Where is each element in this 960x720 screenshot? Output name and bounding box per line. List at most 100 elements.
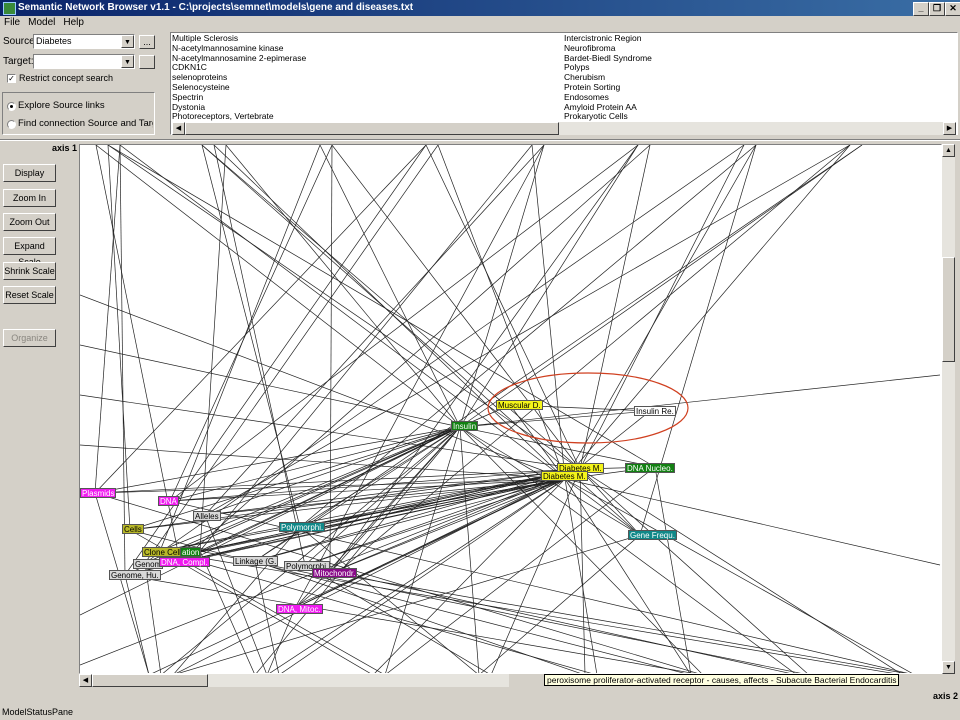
- scroll-left-icon[interactable]: ◀: [172, 122, 185, 135]
- chevron-down-icon[interactable]: ▼: [121, 35, 134, 48]
- list-item[interactable]: Bardet-Biedl Syndrome: [564, 52, 652, 63]
- list-item[interactable]: N-acetylmannosamine 2-epimerase: [172, 52, 307, 63]
- list-item[interactable]: Neurofibroma: [564, 42, 616, 53]
- graph-edge: [107, 145, 581, 470]
- zoom-out-button[interactable]: Zoom Out: [3, 213, 56, 231]
- graph-edge: [80, 426, 461, 616]
- graph-edge: [107, 145, 131, 531]
- graph-edge: [204, 426, 461, 516]
- list-item[interactable]: Prokaryotic Cells: [564, 111, 628, 122]
- graph-edge: [225, 145, 461, 428]
- node-linkage[interactable]: Linkage (G.: [233, 556, 279, 566]
- graph-edge: [159, 550, 894, 673]
- scroll-up-icon[interactable]: ▲: [942, 144, 955, 157]
- graph-edge: [254, 426, 461, 562]
- node-muscular[interactable]: Muscular D.: [496, 400, 543, 410]
- display-button[interactable]: Display: [3, 164, 56, 182]
- radio-explore[interactable]: [7, 102, 16, 111]
- source-combo[interactable]: Diabetes ▼: [33, 34, 135, 49]
- radio-find-label[interactable]: Find connection Source and Target: [18, 118, 153, 129]
- window-title: Semantic Network Browser v1.1 - C:\proje…: [18, 2, 414, 13]
- graph-edge: [159, 550, 592, 673]
- shrink-scale-button[interactable]: Shrink Scale: [3, 262, 56, 280]
- list-item[interactable]: Spectrin: [172, 91, 204, 102]
- list-item[interactable]: Intercistronic Region: [564, 33, 642, 43]
- node-mitochondria[interactable]: Mitochondr.: [312, 568, 358, 578]
- graph-edge: [374, 478, 566, 673]
- status-bar: ModelStatusPane: [0, 706, 960, 720]
- menu-model[interactable]: Model: [28, 17, 56, 28]
- canvas-hscrollbar[interactable]: ◀: [79, 674, 509, 687]
- node-ation[interactable]: ation: [180, 547, 202, 557]
- graph-edge: [201, 145, 301, 528]
- node-insulin-receptor[interactable]: Insulin Re.: [634, 406, 676, 416]
- concept-list-scrollbar[interactable]: ◀ ▶: [172, 122, 956, 135]
- node-polymorph-1[interactable]: Polymorphi.: [279, 522, 326, 532]
- list-item[interactable]: Endosomes: [564, 91, 609, 102]
- node-dna-compl[interactable]: DNA, Compl.: [159, 557, 210, 567]
- node-insulin[interactable]: Insulin: [451, 421, 479, 431]
- radio-explore-label[interactable]: Explore Source links: [18, 100, 105, 111]
- node-dna[interactable]: DNA: [158, 496, 179, 506]
- scroll-right-icon[interactable]: ▶: [943, 122, 956, 135]
- graph-edge: [564, 145, 757, 480]
- close-button[interactable]: ✕: [945, 2, 960, 16]
- scroll-thumb[interactable]: [185, 122, 559, 135]
- restore-button[interactable]: ❐: [929, 2, 945, 16]
- target-combo[interactable]: ▼: [33, 54, 135, 69]
- list-item[interactable]: Amyloid Protein AA: [564, 101, 637, 112]
- list-item[interactable]: Photoreceptors, Vertebrate: [172, 111, 274, 122]
- reset-scale-button[interactable]: Reset Scale: [3, 286, 56, 304]
- mode-radio-group: Explore Source links Find connection Sou…: [2, 92, 155, 135]
- source-label: Source:: [3, 36, 38, 47]
- list-item[interactable]: Protein Sorting: [564, 81, 621, 92]
- node-gene-frequency[interactable]: Gene Frequ.: [628, 530, 677, 540]
- graph-edge: [480, 534, 641, 673]
- list-item[interactable]: Polyps: [564, 62, 590, 73]
- graph-edge: [119, 145, 126, 576]
- node-polymorph-2[interactable]: Polymorphi.: [284, 561, 331, 571]
- node-dna-mitoc[interactable]: DNA, Mitoc.: [276, 604, 323, 614]
- concept-list[interactable]: Multiple Sclerosis N-acetylmannosamine k…: [170, 32, 958, 135]
- node-cells[interactable]: Cells: [122, 524, 144, 534]
- menu-file[interactable]: File: [4, 17, 21, 28]
- expand-scale-button[interactable]: Expand Scale: [3, 237, 56, 267]
- graph-edge: [254, 478, 566, 562]
- vscroll-thumb[interactable]: [942, 257, 955, 362]
- list-item[interactable]: Dystonia: [172, 101, 206, 112]
- source-browse-button[interactable]: ...: [139, 35, 155, 49]
- node-diabetes-2[interactable]: Diabetes M.: [541, 471, 588, 481]
- chevron-down-icon[interactable]: ▼: [121, 55, 134, 68]
- node-plasmids[interactable]: Plasmids: [80, 488, 117, 498]
- menu-help[interactable]: Help: [63, 17, 84, 28]
- graph-edge: [169, 145, 639, 502]
- graph-canvas[interactable]: Muscular D. Insulin Re. Insulin Diabetes…: [79, 144, 942, 674]
- list-item[interactable]: Cherubism: [564, 72, 606, 83]
- hscroll-thumb[interactable]: [92, 674, 208, 687]
- node-genome-human[interactable]: Genome, Hu.: [109, 570, 161, 580]
- list-item[interactable]: Selenocysteine: [172, 81, 230, 92]
- graph-edge: [579, 468, 901, 673]
- restrict-checkbox[interactable]: ✓: [7, 74, 16, 83]
- list-item[interactable]: selenoproteins: [172, 72, 228, 83]
- zoom-in-button[interactable]: Zoom In: [3, 189, 56, 207]
- graph-edge: [159, 145, 321, 552]
- radio-find[interactable]: [7, 120, 16, 129]
- target-browse-button[interactable]: [139, 55, 155, 69]
- list-item[interactable]: N-acetylmannosamine kinase: [172, 42, 284, 53]
- graph-edge: [204, 468, 581, 516]
- graph-edge: [564, 478, 691, 673]
- canvas-vscrollbar[interactable]: ▲ ▼: [942, 144, 955, 674]
- graph-edge: [94, 492, 698, 673]
- list-item[interactable]: Multiple Sclerosis: [172, 33, 239, 43]
- organize-button[interactable]: Organize: [3, 329, 56, 347]
- list-item[interactable]: CDKN1C: [172, 62, 207, 73]
- scroll-left-icon[interactable]: ◀: [79, 674, 92, 687]
- minimize-button[interactable]: _: [913, 2, 929, 16]
- scroll-down-icon[interactable]: ▼: [942, 661, 955, 674]
- node-clone-cell[interactable]: Clone Cell.: [142, 547, 186, 557]
- node-alleles[interactable]: Alleles: [193, 511, 221, 521]
- node-dna-nucleo[interactable]: DNA Nucleo.: [625, 463, 675, 473]
- graph-edge: [94, 492, 149, 673]
- graph-edge: [299, 468, 581, 528]
